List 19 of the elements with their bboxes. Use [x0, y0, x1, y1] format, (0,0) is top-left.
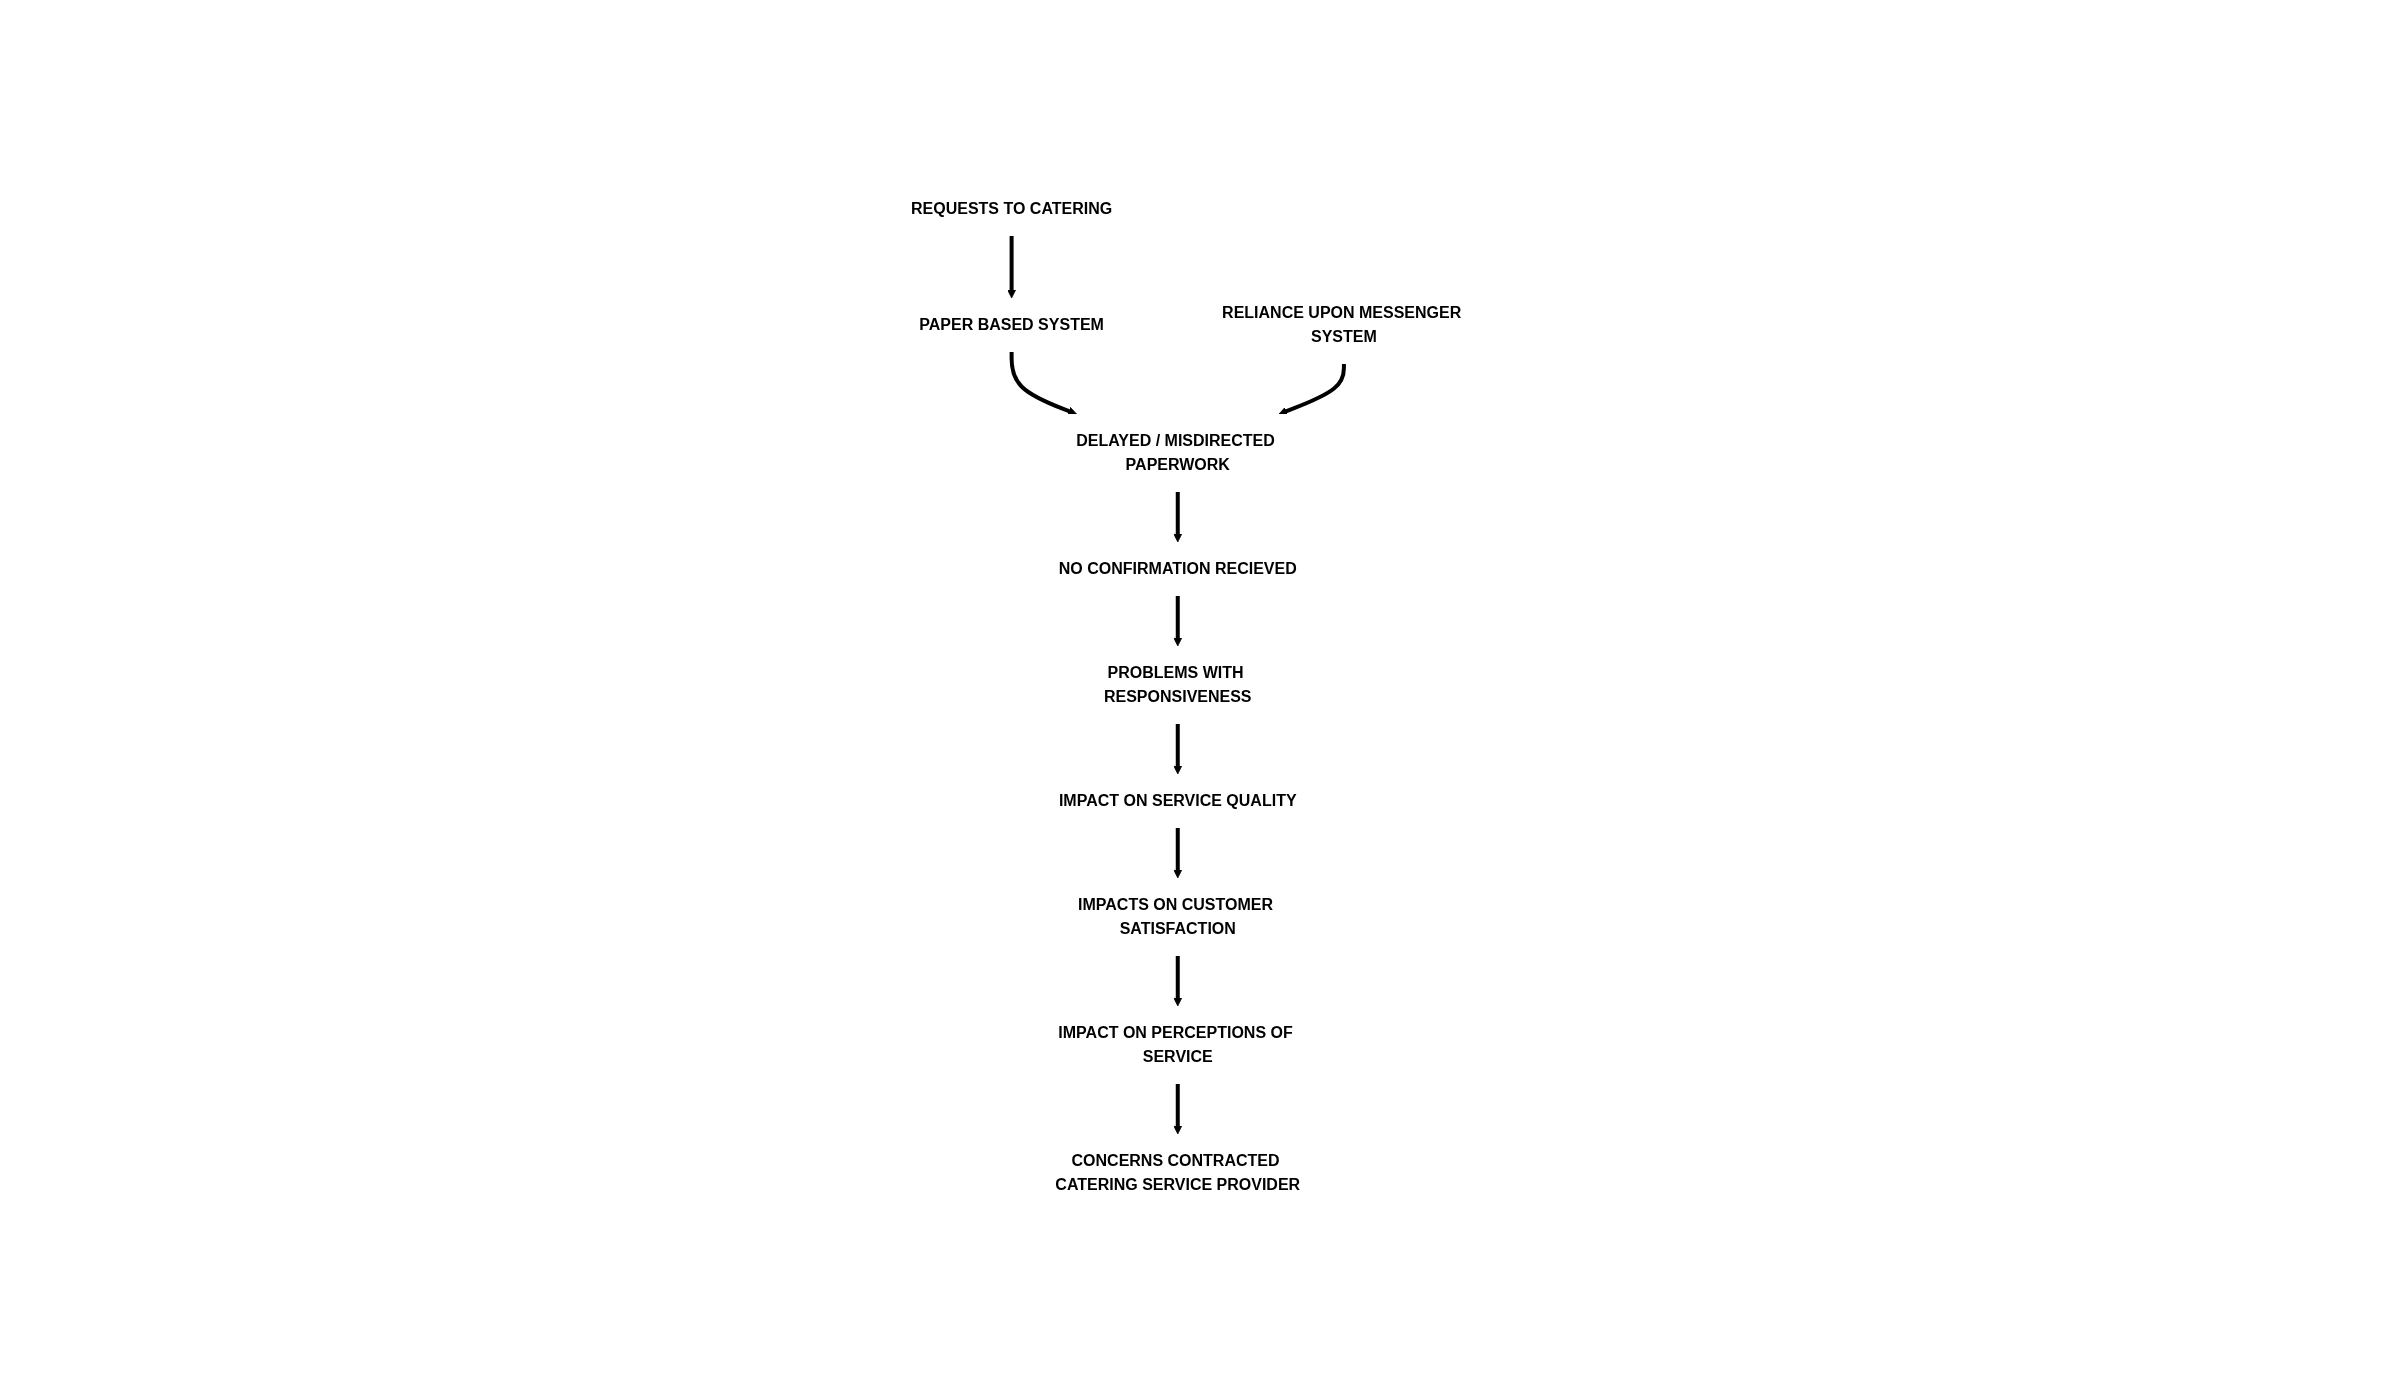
arrow — [1172, 596, 1182, 647]
arrow — [1172, 724, 1182, 775]
node-text: IMPACT ON PERCEPTIONS OF SERVICE — [1057, 1024, 1293, 1065]
arrow — [1172, 492, 1182, 543]
node-text: PAPER BASED SYSTEM — [918, 316, 1104, 333]
node-text: NO CONFIRMATION RECIEVED — [1058, 560, 1297, 577]
arrow — [1172, 828, 1182, 879]
arrow — [1278, 364, 1346, 416]
node-text: RELIANCE UPON MESSENGER SYSTEM — [1221, 304, 1461, 345]
arrow — [1172, 1084, 1182, 1135]
node-text: DELAYED / MISDIRECTED PAPERWORK — [1075, 432, 1275, 473]
arrow — [1009, 352, 1077, 416]
arrow — [1172, 956, 1182, 1007]
node-text: IMPACT ON SERVICE QUALITY — [1058, 792, 1297, 809]
node-text: CONCERNS CONTRACTED CATERING SERVICE PROVIDER — [1054, 1151, 1300, 1193]
node-text: IMPACTS ON CUSTOMER SATISFACTION — [1077, 896, 1273, 937]
arrow — [1006, 236, 1016, 299]
node-text: REQUESTS TO CATERING — [910, 200, 1112, 218]
node-text: PROBLEMS WITH RESPONSIVENESS — [1103, 664, 1252, 705]
